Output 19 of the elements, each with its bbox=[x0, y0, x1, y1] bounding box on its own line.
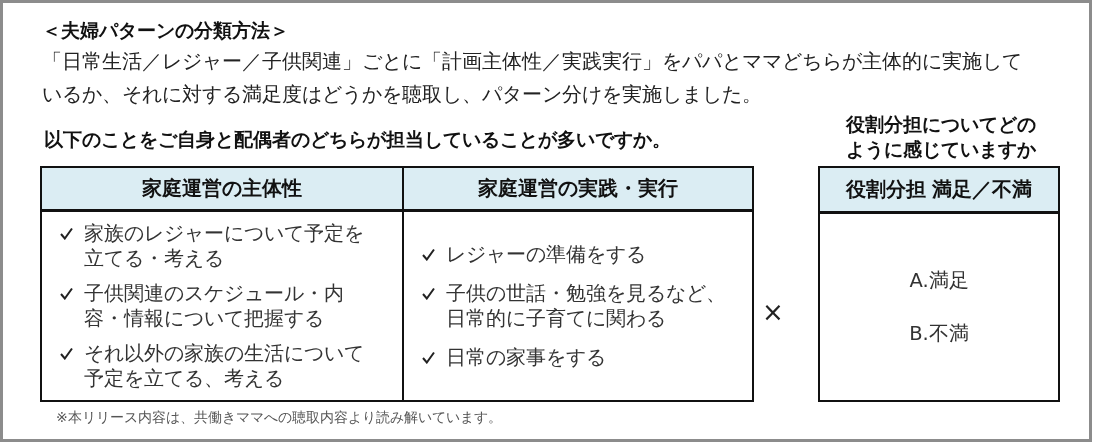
column-header: 家庭運営の主体性 bbox=[42, 168, 402, 212]
intro-paragraph: 「日常生活／レジャー／子供関連」ごとに「計画主体性／実践実行」をパパとママどちらが主体的に実施しているか、それに対する満足度はどうかを聴取し、パターン分けを実施しました。 bbox=[42, 48, 1023, 108]
table-column bbox=[402, 166, 754, 402]
list-item: 子供の世話・勉強を見るなど、日常的に子育てに関わる bbox=[446, 281, 727, 331]
list-item: それ以外の家族の生活について予定を立てる、考える bbox=[84, 341, 365, 391]
column-header: 役割分担 満足／不満 bbox=[820, 168, 1058, 214]
list-item: レジャーの準備をする bbox=[446, 242, 647, 267]
list-item: 日常の家事をする bbox=[446, 345, 607, 370]
footnote: ※本リリース内容は、共働きママへの聴取内容より読み解いています。 bbox=[56, 408, 502, 427]
list-item: 家族のレジャーについて予定を立てる・考える bbox=[84, 221, 365, 271]
table-column bbox=[40, 166, 404, 402]
diagram-title: ＜夫婦パターンの分類方法＞ bbox=[42, 18, 289, 43]
list-item: 子供関連のスケジュール・内容・情報について把握する bbox=[84, 281, 345, 331]
answer-option: B.不満 bbox=[909, 321, 969, 346]
answer-option: A.満足 bbox=[909, 268, 969, 293]
section-heading: 役割分担についてどのように感じていますか bbox=[844, 112, 1037, 162]
section-heading: 以下のことをご自身と配偶者のどちらが担当していることが多いですか。 bbox=[44, 127, 671, 152]
column-header: 家庭運営の実践・実行 bbox=[404, 168, 752, 212]
times-sign: × bbox=[762, 297, 784, 327]
